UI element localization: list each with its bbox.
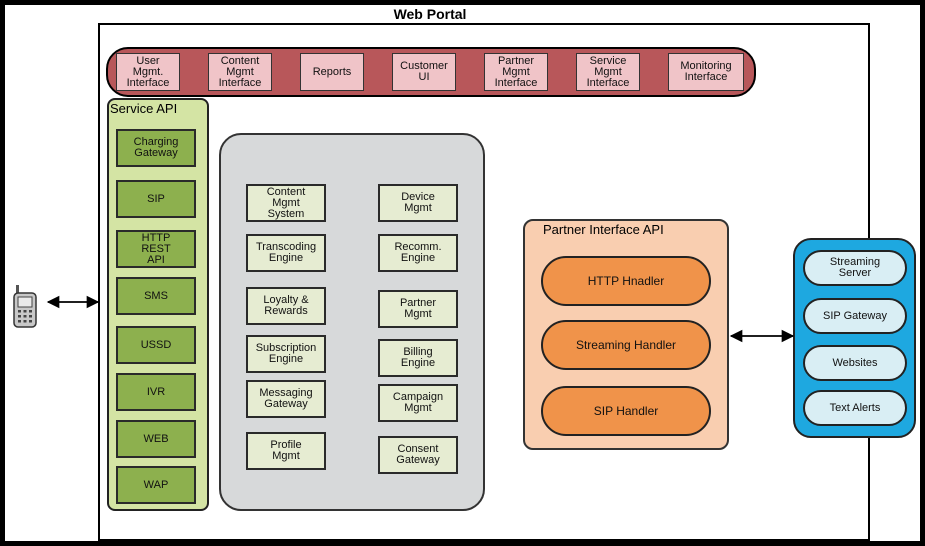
recomm-engine-box: Recomm. Engine (378, 234, 458, 272)
service-api-title: Service API (110, 101, 178, 116)
service-mgmt-interface-box: Service Mgmt Interface (576, 53, 640, 91)
content-mgmt-system-box: Content Mgmt System (246, 184, 326, 222)
profile-mgmt-box: Profile Mgmt (246, 432, 326, 470)
user-mgmt-interface-box: User Mgmt. Interface (116, 53, 180, 91)
ivr-box: IVR (116, 373, 196, 411)
charging-gateway-box: Charging Gateway (116, 129, 196, 167)
sip-gateway-oval: SIP Gateway (803, 298, 907, 334)
wap-box: WAP (116, 466, 196, 504)
device-mgmt-box: Device Mgmt (378, 184, 458, 222)
subscription-engine-box: Subscription Engine (246, 335, 326, 373)
partner-mgmt-interface-box: Partner Mgmt Interface (484, 53, 548, 91)
loyalty-rewards-box: Loyalty & Rewards (246, 287, 326, 325)
sip-box: SIP (116, 180, 196, 218)
websites-oval: Websites (803, 345, 907, 381)
sip-handler-oval: SIP Handler (541, 386, 711, 436)
content-mgmt-interface-box: Content Mgmt Interface (208, 53, 272, 91)
messaging-gateway-box: Messaging Gateway (246, 380, 326, 418)
reports-box: Reports (300, 53, 364, 91)
http-rest-api-box: HTTP REST API (116, 230, 196, 268)
transcoding-engine-box: Transcoding Engine (246, 234, 326, 272)
ussd-box: USSD (116, 326, 196, 364)
streaming-handler-oval: Streaming Handler (541, 320, 711, 370)
billing-engine-box: Billing Engine (378, 339, 458, 377)
sms-box: SMS (116, 277, 196, 315)
customer-ui-box: Customer UI (392, 53, 456, 91)
text-alerts-oval: Text Alerts (803, 390, 907, 426)
http-handler-oval: HTTP Hnadler (541, 256, 711, 306)
partner-mgmt-box: Partner Mgmt (378, 290, 458, 328)
campaign-mgmt-box: Campaign Mgmt (378, 384, 458, 422)
streaming-server-oval: Streaming Server (803, 250, 907, 286)
mobile-phone-icon (10, 285, 46, 329)
partner-interface-api-title: Partner Interface API (543, 222, 664, 237)
diagram-title: Web Portal (393, 6, 467, 22)
web-box: WEB (116, 420, 196, 458)
consent-gateway-box: Consent Gateway (378, 436, 458, 474)
monitoring-interface-box: Monitoring Interface (668, 53, 744, 91)
